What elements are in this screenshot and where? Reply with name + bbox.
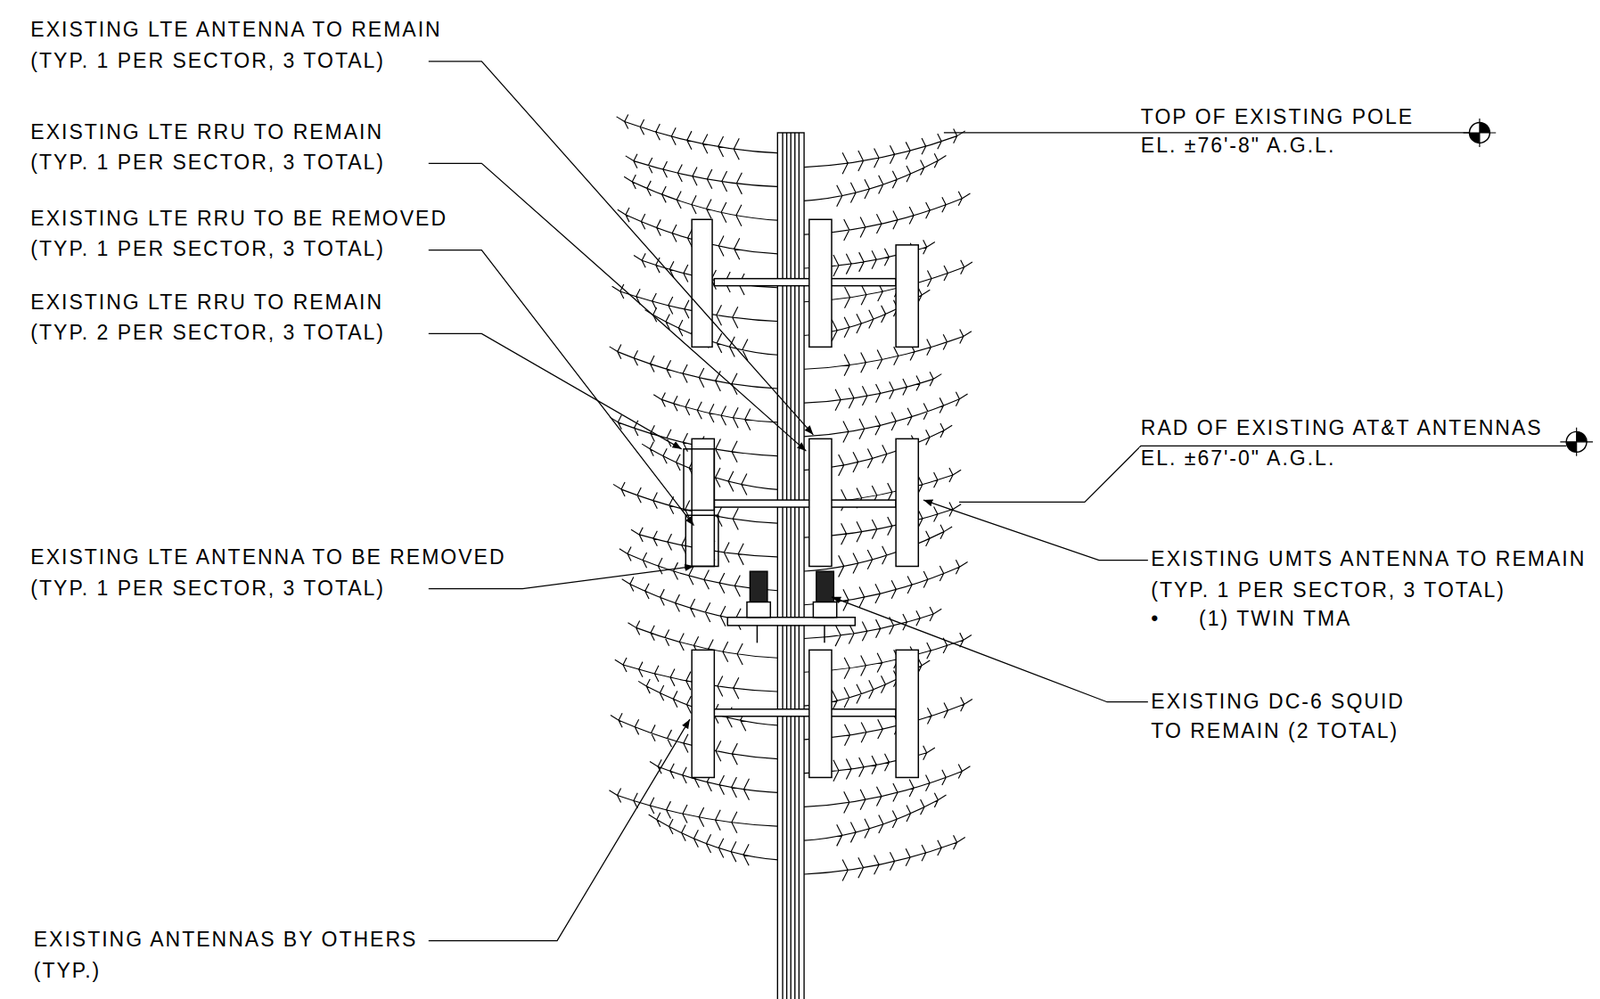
callout-note: EXISTING LTE RRU TO REMAIN: [28, 121, 386, 144]
elevation-target: [1559, 427, 1593, 457]
elevation-note: EL. ±76'-8" A.G.L.: [1139, 134, 1338, 157]
callout-note: (TYP. 1 PER SECTOR, 3 TOTAL): [1148, 579, 1508, 602]
callout-note: EXISTING LTE RRU TO REMAIN: [28, 291, 386, 314]
callout-note: (TYP. 1 PER SECTOR, 3 TOTAL): [28, 238, 387, 262]
callout-note: (1) TWIN TMA: [1197, 607, 1354, 631]
antenna-panels: [683, 219, 919, 778]
callout-note: EXISTING LTE RRU TO BE REMOVED: [28, 207, 450, 230]
squid-platform: [727, 571, 855, 643]
callout-note: EXISTING DC-6 SQUID: [1148, 690, 1407, 714]
callout-note: EXISTING LTE ANTENNA TO REMAIN: [28, 19, 444, 42]
callout-note: EXISTING UMTS ANTENNA TO REMAIN: [1148, 549, 1588, 572]
elevation-target: [1463, 118, 1497, 148]
callout-note: •: [1148, 607, 1162, 631]
callout-note: EXISTING LTE ANTENNA TO BE REMOVED: [28, 547, 508, 570]
callout-note: (TYP.): [32, 960, 103, 983]
elevation-note: RAD OF EXISTING AT&T ANTENNAS: [1139, 417, 1545, 440]
callout-note: EXISTING ANTENNAS BY OTHERS: [32, 929, 420, 952]
callout-note: (TYP. 1 PER SECTOR, 3 TOTAL): [28, 49, 387, 73]
callout-note: TO REMAIN (2 TOTAL): [1148, 720, 1401, 743]
leader-lines: [428, 61, 1567, 942]
elevation-note: EL. ±67'-0" A.G.L.: [1139, 447, 1338, 470]
callout-note: (TYP. 1 PER SECTOR, 3 TOTAL): [28, 577, 387, 600]
callout-note: (TYP. 2 PER SECTOR, 3 TOTAL): [28, 322, 387, 345]
monopole: [777, 132, 805, 999]
elevation-note: TOP OF EXISTING POLE: [1139, 106, 1416, 129]
callout-note: (TYP. 1 PER SECTOR, 3 TOTAL): [28, 152, 387, 175]
